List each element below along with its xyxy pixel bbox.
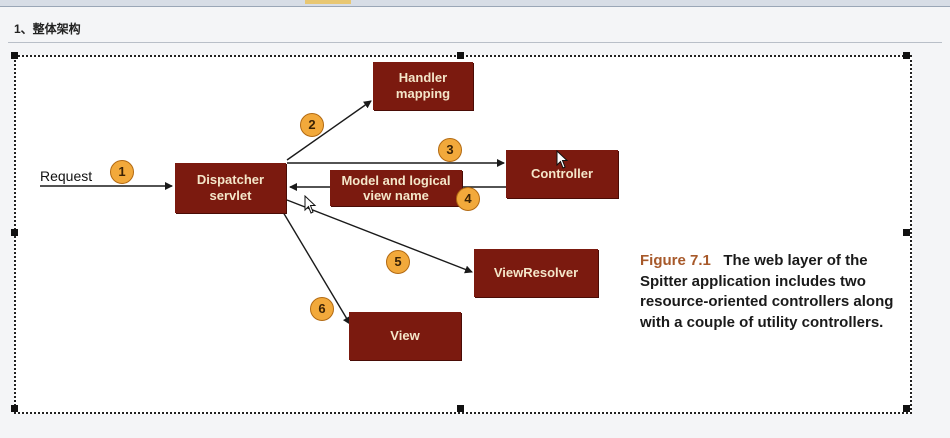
step-badge-1: 1 bbox=[110, 160, 134, 184]
viewresolver-label: ViewResolver bbox=[493, 265, 579, 280]
resize-handle-bottom-right[interactable] bbox=[903, 405, 910, 412]
resize-handle-middle-right[interactable] bbox=[903, 229, 910, 236]
resize-handle-top-right[interactable] bbox=[903, 52, 910, 59]
mouse-cursor-icon bbox=[556, 150, 569, 169]
resize-handle-top-left[interactable] bbox=[11, 52, 18, 59]
resize-handle-top-center[interactable] bbox=[457, 52, 464, 59]
dispatcher-servlet-box: Dispatcher servlet bbox=[175, 163, 286, 213]
step-badge-5: 5 bbox=[386, 250, 410, 274]
view-label: View bbox=[390, 328, 420, 343]
view-box: View bbox=[349, 312, 461, 360]
resize-handle-middle-left[interactable] bbox=[11, 229, 18, 236]
window-top-bar bbox=[0, 0, 950, 7]
figure-number: Figure 7.1 bbox=[640, 252, 711, 269]
diagram-image-frame[interactable] bbox=[14, 55, 912, 414]
section-heading: 1、整体架构 bbox=[14, 22, 81, 36]
mouse-cursor-icon bbox=[304, 195, 317, 214]
request-label: Request bbox=[40, 168, 93, 184]
model-and-view-name-label: Model and logical view name bbox=[341, 173, 451, 203]
resize-handle-bottom-center[interactable] bbox=[457, 405, 464, 412]
arrow-to-view bbox=[282, 211, 351, 325]
step-badge-6: 6 bbox=[310, 297, 334, 321]
step-badge-2: 2 bbox=[300, 113, 324, 137]
handler-mapping-box: Handler mapping bbox=[373, 62, 473, 110]
viewresolver-box: ViewResolver bbox=[474, 249, 598, 297]
arrow-to-viewresolver bbox=[286, 199, 473, 274]
figure-caption: Figure 7.1 The web layer of the Spitter … bbox=[640, 251, 910, 333]
handler-mapping-label: Handler mapping bbox=[395, 70, 451, 101]
figure-caption-text: The web layer of the Spitter application… bbox=[640, 252, 894, 331]
controller-label: Controller bbox=[530, 166, 594, 181]
arrow-to-handler-mapping bbox=[286, 100, 372, 161]
step-badge-3: 3 bbox=[438, 138, 462, 162]
section-heading-row: 1、整体架构 bbox=[8, 12, 942, 43]
active-tab-indicator bbox=[305, 0, 351, 4]
dispatcher-servlet-label: Dispatcher servlet bbox=[196, 172, 265, 203]
resize-handle-bottom-left[interactable] bbox=[11, 405, 18, 412]
model-and-view-name-box: Model and logical view name bbox=[330, 170, 462, 206]
step-badge-4: 4 bbox=[456, 187, 480, 211]
